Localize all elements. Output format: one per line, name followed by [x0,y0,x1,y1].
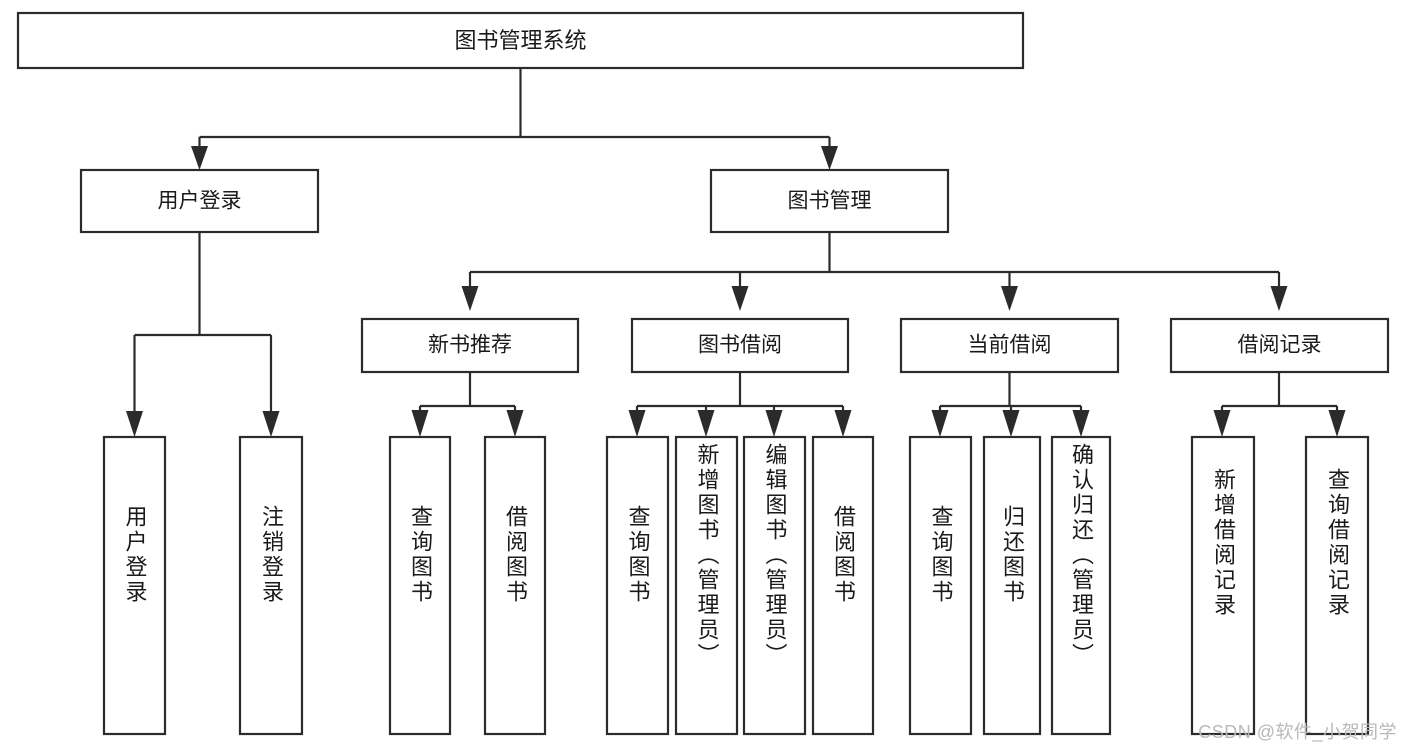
node-current-borrow-label: 当前借阅 [968,334,1052,357]
node-book-borrow[interactable]: 图书借阅 [630,317,850,374]
node-user-login-label: 用户登录 [158,190,242,213]
node-new-book-recommend[interactable]: 新书推荐 [360,317,580,374]
node-user-login[interactable]: 用户登录 [79,168,320,234]
node-book-borrow-label: 图书借阅 [698,334,782,357]
leaf-box-add-borrow-record[interactable] [1190,435,1256,736]
leaf-boxes [102,435,1370,736]
leaf-box-edit-book-admin[interactable] [742,435,807,736]
connector-current-borrow-to-leaves [931,372,1090,437]
leaf-box-add-book-admin[interactable] [674,435,739,736]
connector-borrow-record-to-leaves [1213,372,1346,437]
connector-book-borrow-to-leaves [628,372,852,437]
node-book-management[interactable]: 图书管理 [709,168,950,234]
leaf-box-query-borrow-record[interactable] [1304,435,1370,736]
node-borrow-record[interactable]: 借阅记录 [1169,317,1390,374]
connector-new-book-rec-to-leaves [411,372,524,437]
connector-user-login-to-leaves [126,232,280,437]
leaf-box-logout[interactable] [238,435,304,736]
node-current-borrow[interactable]: 当前借阅 [899,317,1120,374]
leaf-box-return-book[interactable] [982,435,1042,736]
leaf-box-borrow-books-rec[interactable] [483,435,547,736]
leaf-box-borrow-book[interactable] [811,435,875,736]
leaf-box-user-login[interactable] [102,435,167,736]
node-new-book-recommend-label: 新书推荐 [428,334,512,357]
csdn-watermark: CSDN @软件_小贺同学 [1198,722,1397,742]
leaf-box-query-books-borrow[interactable] [605,435,670,736]
node-book-management-label: 图书管理 [788,190,872,213]
leaf-box-query-books-current[interactable] [908,435,973,736]
leaf-box-query-books-rec[interactable] [388,435,452,736]
connector-book-mgmt-to-level3 [461,232,1288,311]
leaf-box-confirm-return-admin[interactable] [1050,435,1112,736]
node-root-system[interactable]: 图书管理系统 [16,11,1025,70]
node-root-label: 图书管理系统 [454,28,586,53]
node-borrow-record-label: 借阅记录 [1238,334,1322,357]
connector-root-to-level2 [191,68,838,170]
